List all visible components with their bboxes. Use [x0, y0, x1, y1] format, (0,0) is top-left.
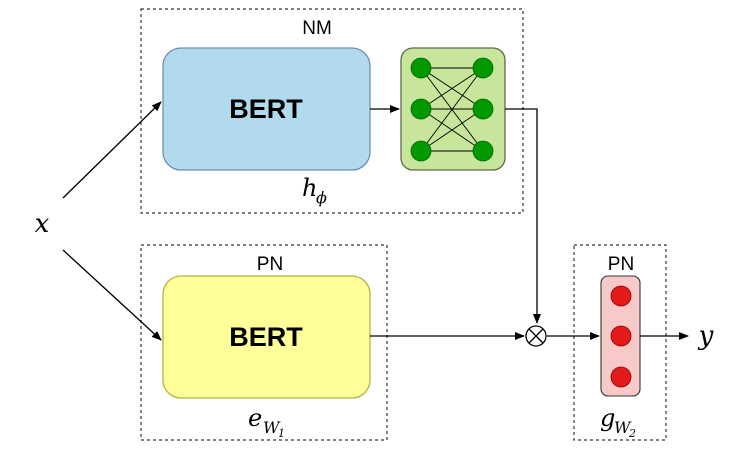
pn-right-label: PN — [608, 254, 634, 275]
mlp-node — [410, 57, 432, 79]
pn-node — [610, 325, 632, 347]
svg-text:ϕ: ϕ — [316, 188, 327, 207]
svg-text:W: W — [263, 418, 281, 437]
svg-text:2: 2 — [628, 427, 636, 440]
pn-left-container — [140, 244, 388, 441]
mlp-node — [472, 98, 494, 120]
svg-text:e: e — [248, 404, 262, 432]
mlp-node — [410, 140, 432, 162]
h-phi-label: h ϕ — [302, 174, 327, 207]
g-w2-label: g W 2 — [600, 404, 636, 440]
input-x: x — [35, 209, 50, 239]
arrow-mlp-to-product — [505, 108, 541, 324]
bert-bottom-box — [162, 275, 371, 399]
bert-bottom-label: BERT — [229, 322, 303, 352]
svg-text:h: h — [302, 174, 317, 202]
svg-text:1: 1 — [278, 427, 285, 440]
pn-right-container — [573, 244, 667, 441]
nm-label: NM — [302, 18, 332, 39]
svg-text:g: g — [600, 404, 615, 432]
output-y: y — [698, 321, 714, 351]
mlp-node — [472, 57, 494, 79]
nm-container — [140, 8, 524, 214]
pn-left-label: PN — [257, 254, 283, 275]
arrow-x-to-bert-bottom — [62, 249, 162, 341]
e-w1-label: e W 1 — [248, 404, 285, 440]
mlp-node — [410, 98, 432, 120]
mlp-node — [472, 140, 494, 162]
pn-node — [610, 366, 632, 388]
pn-node — [610, 285, 632, 307]
product-operator-icon — [525, 325, 547, 347]
svg-text:W: W — [614, 418, 632, 437]
arrow-x-to-bert-top — [62, 101, 162, 199]
bert-top-label: BERT — [229, 94, 303, 124]
